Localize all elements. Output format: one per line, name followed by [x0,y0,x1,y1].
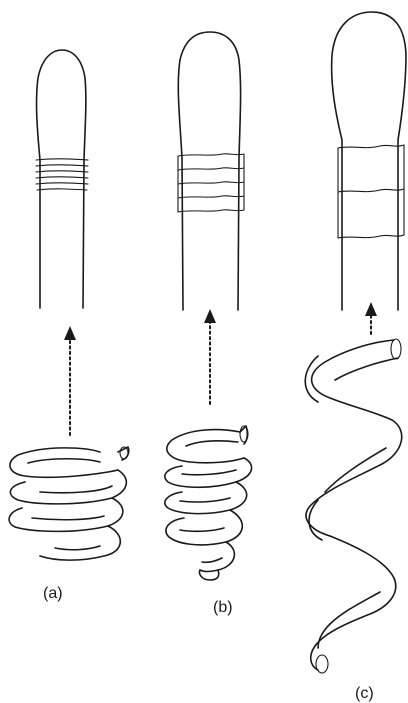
shaft-a-outline [37,50,86,308]
shaft-c-outline [332,12,406,310]
arrow-b-head [204,309,216,323]
label-c: (c) [355,685,374,702]
shaft-b-outline [178,32,240,310]
coil-a [9,447,129,560]
shaft-a-wraps [36,159,88,190]
coil-b [165,426,252,580]
arrow-a-head [64,326,76,340]
arrow-c-head [365,302,377,316]
panel-b: (b) [165,32,252,616]
shaft-b-wraps [178,154,244,212]
label-a: (a) [43,585,63,602]
shaft-c-wraps [338,145,404,238]
label-b: (b) [213,599,233,616]
panel-a: (a) [9,50,129,602]
panel-c: (c) [305,12,406,702]
coil-c [305,339,401,673]
